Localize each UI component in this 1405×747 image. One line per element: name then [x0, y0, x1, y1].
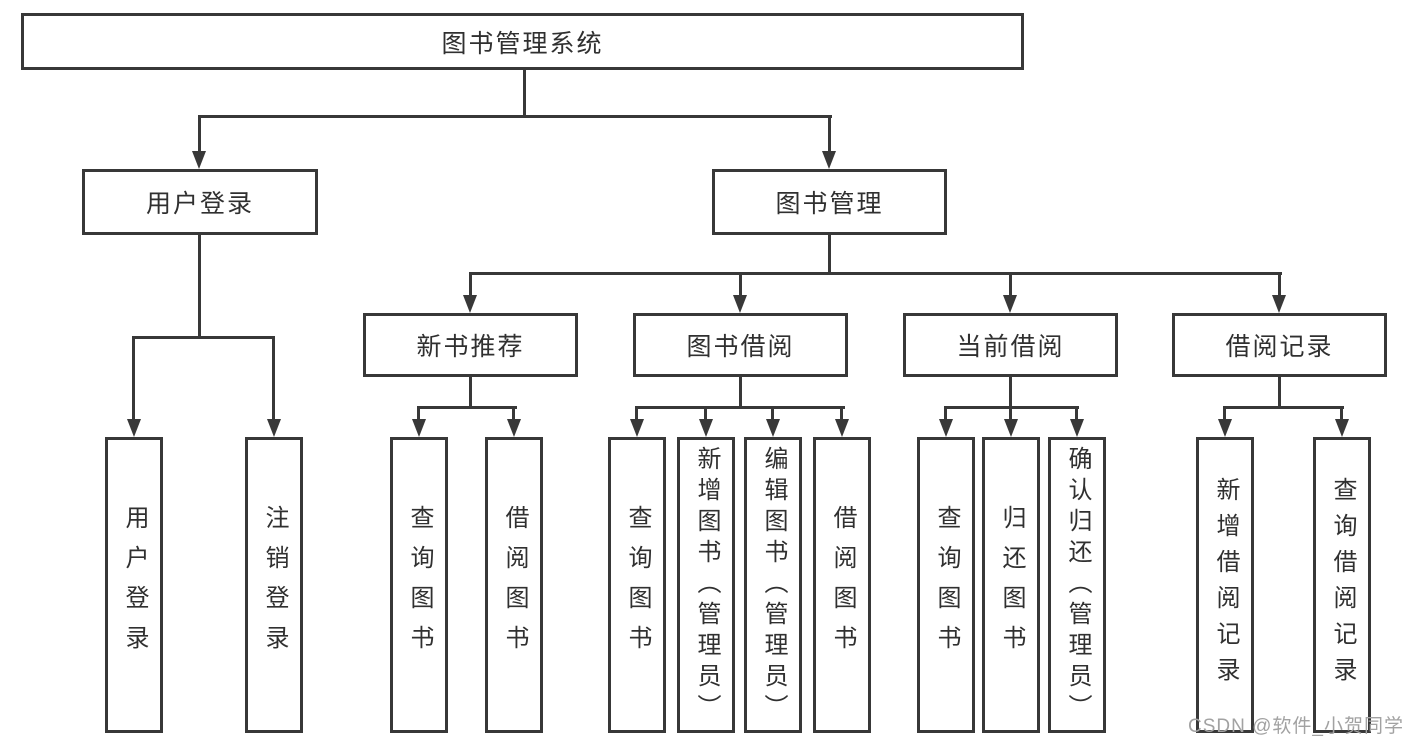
- node-logout: 注销登录: [245, 437, 303, 733]
- connector-bookmgmt-shaft: [469, 272, 472, 297]
- node-label: 借阅记录: [1225, 333, 1334, 361]
- arrow-down-icon: [699, 419, 713, 437]
- node-label: 编辑图书（管理员）: [760, 445, 787, 725]
- connector-recommend-horizontal: [417, 406, 517, 409]
- connector-records-shaft: [1223, 406, 1226, 421]
- node-book-management: 图书管理: [712, 169, 947, 235]
- connector-root-left-shaft: [198, 115, 201, 153]
- connector-root-vertical: [523, 70, 526, 117]
- arrow-down-icon: [267, 419, 281, 437]
- connector-recommend-shaft: [512, 406, 515, 421]
- connector-root-horizontal: [198, 115, 832, 118]
- node-label: 新增借阅记录: [1212, 477, 1239, 693]
- connector-current-shaft: [1075, 406, 1078, 421]
- node-edit-book-admin: 编辑图书（管理员）: [744, 437, 802, 733]
- node-add-book-admin: 新增图书（管理员）: [677, 437, 735, 733]
- node-borrow-books: 借阅图书: [813, 437, 871, 733]
- connector-bookmgmt-vertical: [828, 235, 831, 275]
- connector-bookmgmt-shaft: [1009, 272, 1012, 297]
- node-label: 借阅图书: [829, 505, 856, 665]
- node-new-book-recommend: 新书推荐: [363, 313, 578, 377]
- node-label: 图书管理系统: [441, 29, 604, 58]
- connector-current-vertical: [1009, 377, 1012, 408]
- arrow-down-icon: [1218, 419, 1232, 437]
- connector-records-vertical: [1278, 377, 1281, 408]
- node-label: 归还图书: [998, 505, 1025, 665]
- node-label: 注销登录: [261, 505, 288, 665]
- node-add-borrow-record: 新增借阅记录: [1196, 437, 1254, 733]
- connector-records-horizontal: [1223, 406, 1344, 409]
- node-return-book: 归还图书: [982, 437, 1040, 733]
- connector-recommend-shaft: [417, 406, 420, 421]
- connector-userlogin-shaft: [272, 336, 275, 421]
- node-user-login: 用户登录: [82, 169, 318, 235]
- node-label: 用户登录: [145, 190, 254, 218]
- node-label: 查询图书: [624, 505, 651, 665]
- arrow-down-icon: [733, 295, 747, 313]
- connector-userlogin-shaft: [132, 336, 135, 421]
- connector-userlogin-vertical: [198, 235, 201, 338]
- arrow-down-icon: [1272, 295, 1286, 313]
- arrow-down-icon: [507, 419, 521, 437]
- connector-current-shaft: [1009, 406, 1012, 421]
- node-label: 新书推荐: [416, 333, 525, 361]
- connector-records-shaft: [1340, 406, 1343, 421]
- arrow-down-icon: [835, 419, 849, 437]
- arrow-down-icon: [822, 151, 836, 169]
- node-label: 图书管理: [775, 190, 884, 218]
- connector-userlogin-horizontal: [132, 336, 275, 339]
- node-label: 用户登录: [121, 505, 148, 665]
- arrow-down-icon: [630, 419, 644, 437]
- node-borrow-records: 借阅记录: [1172, 313, 1387, 377]
- arrow-down-icon: [1004, 419, 1018, 437]
- node-label: 查询图书: [933, 505, 960, 665]
- connector-bookmgmt-shaft: [1278, 272, 1281, 297]
- node-query-books-current: 查询图书: [917, 437, 975, 733]
- node-current-borrowing: 当前借阅: [903, 313, 1118, 377]
- connector-bookmgmt-horizontal: [469, 272, 1282, 275]
- node-label: 查询借阅记录: [1329, 477, 1356, 693]
- node-label: 图书借阅: [686, 333, 795, 361]
- connector-bookmgmt-shaft: [739, 272, 742, 297]
- arrow-down-icon: [463, 295, 477, 313]
- node-user-login-leaf: 用户登录: [105, 437, 163, 733]
- node-label: 当前借阅: [956, 333, 1065, 361]
- arrow-down-icon: [1003, 295, 1017, 313]
- node-confirm-return-admin: 确认归还（管理员）: [1048, 437, 1106, 733]
- arrow-down-icon: [192, 151, 206, 169]
- node-borrow-books-recommend: 借阅图书: [485, 437, 543, 733]
- csdn-watermark: CSDN @软件_小贺同学: [1188, 716, 1404, 737]
- connector-recommend-vertical: [469, 377, 472, 408]
- arrow-down-icon: [939, 419, 953, 437]
- node-label: 确认归还（管理员）: [1064, 445, 1091, 725]
- arrow-down-icon: [127, 419, 141, 437]
- connector-borrowing-shaft: [771, 406, 774, 421]
- node-library-system: 图书管理系统: [21, 13, 1024, 70]
- arrow-down-icon: [1335, 419, 1349, 437]
- connector-current-shaft: [944, 406, 947, 421]
- arrow-down-icon: [1070, 419, 1084, 437]
- node-query-books-recommend: 查询图书: [390, 437, 448, 733]
- connector-borrowing-vertical: [739, 377, 742, 408]
- node-query-books-borrowing: 查询图书: [608, 437, 666, 733]
- connector-borrowing-horizontal: [635, 406, 845, 409]
- node-query-borrow-record: 查询借阅记录: [1313, 437, 1371, 733]
- node-label: 查询图书: [406, 505, 433, 665]
- connector-borrowing-shaft: [704, 406, 707, 421]
- connector-borrowing-shaft: [840, 406, 843, 421]
- connector-root-right-shaft: [828, 115, 831, 153]
- arrow-down-icon: [766, 419, 780, 437]
- node-book-borrowing: 图书借阅: [633, 313, 848, 377]
- node-label: 新增图书（管理员）: [693, 445, 720, 725]
- node-label: 借阅图书: [501, 505, 528, 665]
- arrow-down-icon: [412, 419, 426, 437]
- connector-borrowing-shaft: [635, 406, 638, 421]
